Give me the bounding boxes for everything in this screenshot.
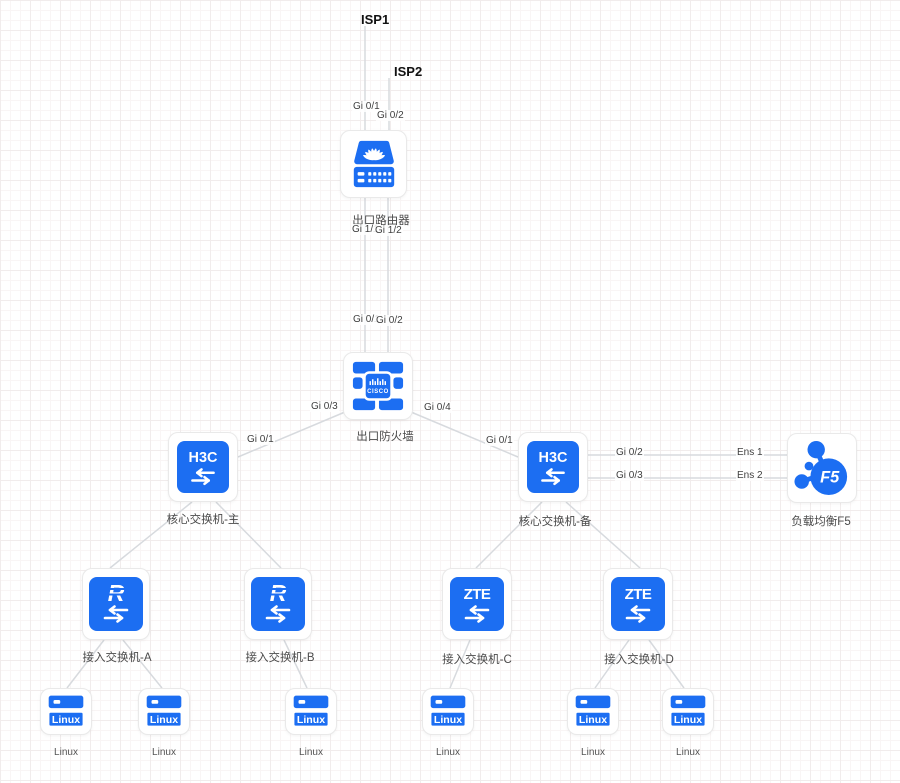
- linux-server-icon: Linux: [292, 695, 330, 728]
- linux-server-node[interactable]: Linux: [422, 688, 474, 735]
- link-accessb-linux3: [283, 639, 308, 689]
- core-switch-backup-label: 核心交换机-备: [518, 516, 592, 528]
- swap-arrows-icon: [265, 605, 291, 623]
- linux-server-icon: Linux: [574, 695, 612, 728]
- firewall-node[interactable]: CISCO: [343, 352, 413, 420]
- link-corebackup-access-c: [475, 501, 543, 569]
- f5-load-balancer-icon: F5: [794, 440, 848, 496]
- linux-server-icon: Linux: [145, 695, 183, 728]
- port-label-firewall-up1: Gi 0/1: [352, 314, 381, 325]
- f5-load-balancer-label: 负载均衡F5: [791, 516, 851, 528]
- port-label-core-backup-f5-2: Gi 0/3: [615, 470, 644, 481]
- h3c-wordmark: H3C: [189, 450, 218, 466]
- link-accessd-linux6: [648, 639, 685, 689]
- zte-switch-icon: ZTE: [450, 577, 504, 631]
- access-switch-a-label: 接入交换机-A: [82, 652, 152, 664]
- h3c-wordmark: H3C: [539, 450, 568, 466]
- port-label-firewall-left: Gi 0/3: [310, 401, 339, 412]
- ruijie-switch-icon: R: [89, 577, 143, 631]
- linux-badge: Linux: [434, 714, 462, 726]
- router-node[interactable]: [340, 130, 407, 198]
- h3c-switch-icon: H3C: [177, 441, 229, 493]
- access-switch-d-label: 接入交换机-D: [604, 654, 674, 666]
- access-switch-c-node[interactable]: ZTE: [442, 568, 512, 640]
- link-firewall-core-main: [237, 411, 346, 458]
- linux-server-node[interactable]: Linux: [567, 688, 619, 735]
- swap-arrows-icon: [103, 605, 129, 623]
- access-switch-b-label: 接入交换机-B: [245, 652, 315, 664]
- linux-server-icon: Linux: [47, 695, 85, 728]
- link-coremain-access-a: [109, 501, 193, 569]
- isp2-label: ISP2: [394, 64, 423, 79]
- linux-server-node[interactable]: Linux: [40, 688, 92, 735]
- port-label-core-main-uplink: Gi 0/1: [246, 434, 275, 445]
- linux-server-node[interactable]: Linux: [662, 688, 714, 735]
- port-label-f5-ens2: Ens 2: [736, 470, 764, 481]
- linux-server-label: Linux: [152, 747, 176, 758]
- port-label-router-down2: Gi 1/2: [374, 225, 403, 236]
- access-switch-d-node[interactable]: ZTE: [603, 568, 673, 640]
- f5-load-balancer-node[interactable]: F5: [787, 433, 857, 503]
- firewall-label: 出口防火墙: [356, 431, 414, 443]
- linux-badge: Linux: [150, 714, 178, 726]
- core-switch-main-label: 核心交换机-主: [166, 514, 240, 526]
- port-label-router-down1: Gi 1/1: [351, 224, 380, 235]
- ruijie-switch-icon: R: [251, 577, 305, 631]
- linux-server-icon: Linux: [669, 695, 707, 728]
- ruijie-wordmark: R: [108, 580, 125, 606]
- link-corebackup-access-d: [565, 501, 641, 569]
- link-firewall-core-backup: [410, 411, 519, 458]
- linux-server-label: Linux: [299, 747, 323, 758]
- linux-server-label: Linux: [54, 747, 78, 758]
- h3c-switch-icon: H3C: [527, 441, 579, 493]
- zte-wordmark: ZTE: [625, 586, 652, 603]
- port-label-firewall-up2: Gi 0/2: [375, 315, 404, 326]
- linux-server-node[interactable]: Linux: [285, 688, 337, 735]
- port-label-firewall-right: Gi 0/4: [423, 402, 452, 413]
- port-label-isp1-uplink: Gi 0/1: [352, 101, 381, 112]
- access-switch-b-node[interactable]: R: [244, 568, 312, 640]
- zte-switch-icon: ZTE: [611, 577, 665, 631]
- core-switch-main-node[interactable]: H3C: [168, 432, 238, 502]
- f5-wordmark: F5: [820, 468, 840, 486]
- cisco-wordmark: CISCO: [367, 389, 389, 395]
- swap-arrows-icon: [625, 605, 651, 623]
- access-switch-a-node[interactable]: R: [82, 568, 150, 640]
- port-label-f5-ens1: Ens 1: [736, 447, 764, 458]
- core-switch-backup-node[interactable]: H3C: [518, 432, 588, 502]
- link-coremain-access-b: [215, 501, 282, 569]
- link-accessa-linux2: [122, 639, 163, 689]
- port-label-isp2-uplink: Gi 0/2: [376, 110, 405, 121]
- ruijie-wordmark: R: [270, 580, 287, 606]
- link-accessc-linux4: [449, 639, 471, 689]
- port-label-core-backup-uplink: Gi 0/1: [485, 435, 514, 446]
- linux-server-label: Linux: [676, 747, 700, 758]
- linux-server-label: Linux: [581, 747, 605, 758]
- linux-badge: Linux: [52, 714, 80, 726]
- swap-arrows-icon: [191, 468, 215, 486]
- swap-arrows-icon: [464, 605, 490, 623]
- linux-server-icon: Linux: [429, 695, 467, 728]
- link-accessd-linux5: [594, 639, 630, 689]
- swap-arrows-icon: [541, 468, 565, 486]
- linux-badge: Linux: [674, 714, 702, 726]
- isp1-label: ISP1: [361, 12, 390, 27]
- access-switch-c-label: 接入交换机-C: [442, 654, 512, 666]
- huawei-router-icon: [353, 140, 394, 188]
- linux-server-node[interactable]: Linux: [138, 688, 190, 735]
- port-label-core-backup-f5-1: Gi 0/2: [615, 447, 644, 458]
- zte-wordmark: ZTE: [464, 586, 491, 603]
- linux-badge: Linux: [579, 714, 607, 726]
- linux-server-label: Linux: [436, 747, 460, 758]
- cisco-firewall-icon: CISCO: [352, 361, 404, 411]
- linux-badge: Linux: [297, 714, 325, 726]
- link-accessa-linux1: [66, 639, 105, 689]
